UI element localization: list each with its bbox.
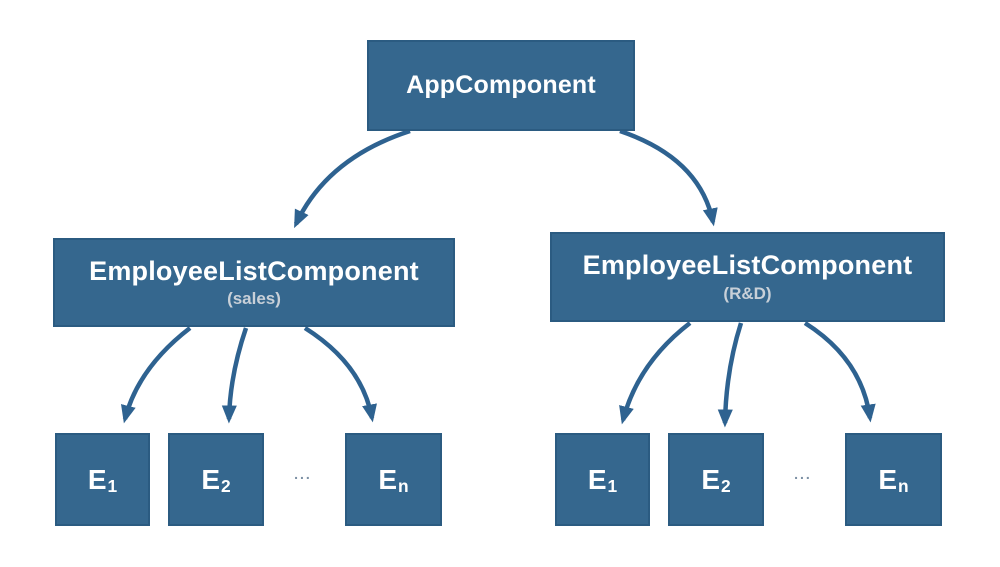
arrow-root-to-left-branch xyxy=(293,128,411,229)
ellipsis-sales: ... xyxy=(294,466,312,482)
arrow-right-branch-to-e1 xyxy=(619,321,692,425)
node-employee-rnd-n: En xyxy=(845,433,942,526)
arrow-right-branch-to-e2 xyxy=(717,322,744,428)
leaf-label: En xyxy=(378,463,409,496)
arrow-left-branch-to-e1 xyxy=(121,326,192,424)
leaf-label: E2 xyxy=(201,463,231,496)
arrow-left-branch-to-e2 xyxy=(221,327,249,424)
node-subtitle: (R&D) xyxy=(723,283,772,303)
leaf-label-subscript: 2 xyxy=(721,475,731,496)
node-employee-sales-1: E1 xyxy=(55,433,150,526)
leaf-label: En xyxy=(878,463,909,496)
arrow-root-to-right-branch xyxy=(619,128,718,227)
node-employee-sales-n: En xyxy=(345,433,442,526)
node-employee-list-sales: EmployeeListComponent (sales) xyxy=(53,238,455,327)
node-employee-rnd-1: E1 xyxy=(555,433,650,526)
node-employee-sales-2: E2 xyxy=(168,433,264,526)
leaf-label-subscript: n xyxy=(898,475,909,496)
node-app-component: AppComponent xyxy=(367,40,635,131)
ellipsis-rnd: ... xyxy=(794,466,812,482)
node-label: EmployeeListComponent xyxy=(582,250,913,281)
leaf-label: E2 xyxy=(701,463,731,496)
node-label: AppComponent xyxy=(406,71,596,99)
leaf-label-subscript: 1 xyxy=(607,475,618,496)
arrow-left-branch-to-en xyxy=(303,326,377,423)
node-label: EmployeeListComponent xyxy=(89,255,419,286)
node-employee-rnd-2: E2 xyxy=(668,433,764,526)
leaf-label: E1 xyxy=(87,463,118,496)
leaf-label-subscript: 2 xyxy=(221,475,231,496)
node-employee-list-rnd: EmployeeListComponent (R&D) xyxy=(550,232,945,322)
leaf-label-subscript: n xyxy=(398,475,409,496)
node-subtitle: (sales) xyxy=(227,289,281,309)
arrow-right-branch-to-en xyxy=(803,321,876,423)
leaf-label: E1 xyxy=(587,463,618,496)
leaf-label-subscript: 1 xyxy=(107,475,118,496)
